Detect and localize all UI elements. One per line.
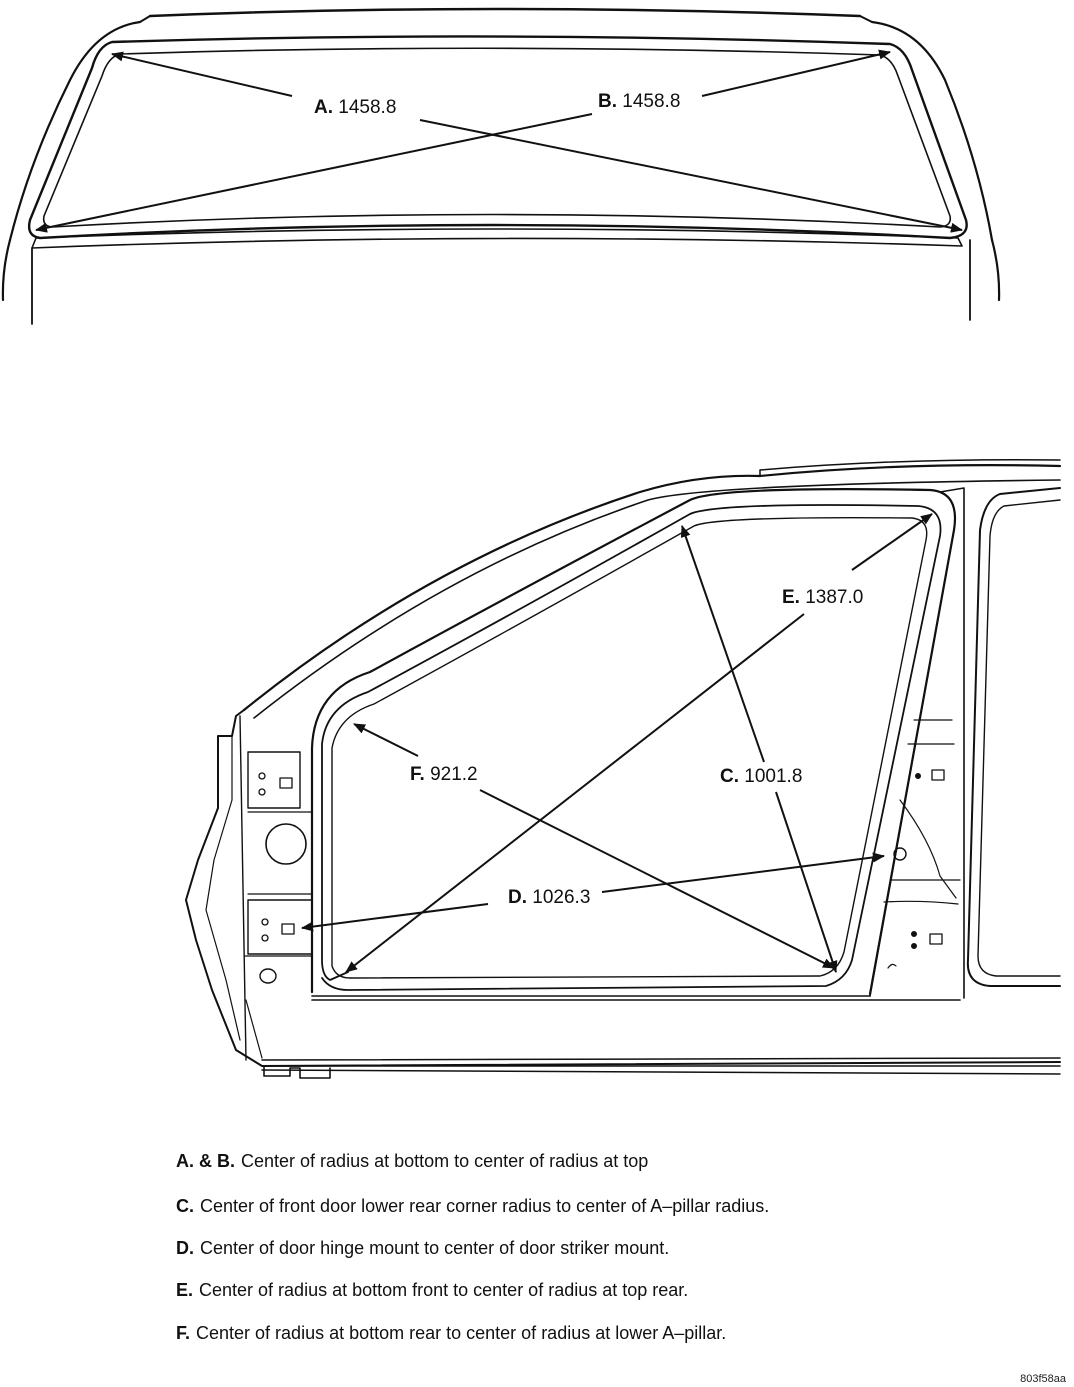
callout-a: A. 1458.8 <box>314 97 396 118</box>
legend-key: C. <box>176 1196 194 1216</box>
dimension-lines-c-d-e-f <box>301 513 933 973</box>
legend-key: F. <box>176 1323 191 1343</box>
legend-item-f: F.Center of radius at bottom rear to cen… <box>176 1322 726 1344</box>
legend-item-a-b: A. & B.Center of radius at bottom to cen… <box>176 1150 648 1172</box>
callout-d: D. 1026.3 <box>508 887 590 908</box>
legend-key: A. & B. <box>176 1151 236 1171</box>
callout-c: C. 1001.8 <box>720 766 802 787</box>
legend-text: Center of front door lower rear corner r… <box>200 1196 770 1216</box>
dimension-lines-a-b <box>35 49 963 233</box>
legend-text: Center of door hinge mount to center of … <box>200 1238 670 1258</box>
callout-e: E. 1387.0 <box>782 587 863 608</box>
figure-code: 803f58aa <box>1020 1373 1066 1385</box>
body-opening-diagram: A. 1458.8 B. 1458.8 E. 1387.0 F. 921.2 C… <box>1 7 1062 1079</box>
windshield-opening-drawing <box>1 7 1001 325</box>
callout-f: F. 921.2 <box>410 764 478 785</box>
legend-item-e: E.Center of radius at bottom front to ce… <box>176 1279 688 1301</box>
legend-key: D. <box>176 1238 194 1258</box>
callout-b: B. 1458.8 <box>598 91 680 112</box>
legend-key: E. <box>176 1280 194 1300</box>
legend-text: Center of radius at bottom rear to cente… <box>196 1323 727 1343</box>
legend-item-c: C. Center of front door lower rear corner… <box>176 1195 769 1217</box>
legend-item-d: D. Center of door hinge mount to center o… <box>176 1237 669 1259</box>
legend-text: Center of radius at bottom front to cent… <box>199 1280 689 1300</box>
legend-text: Center of radius at bottom to center of … <box>241 1151 649 1171</box>
door-opening-drawing <box>185 458 1062 1079</box>
